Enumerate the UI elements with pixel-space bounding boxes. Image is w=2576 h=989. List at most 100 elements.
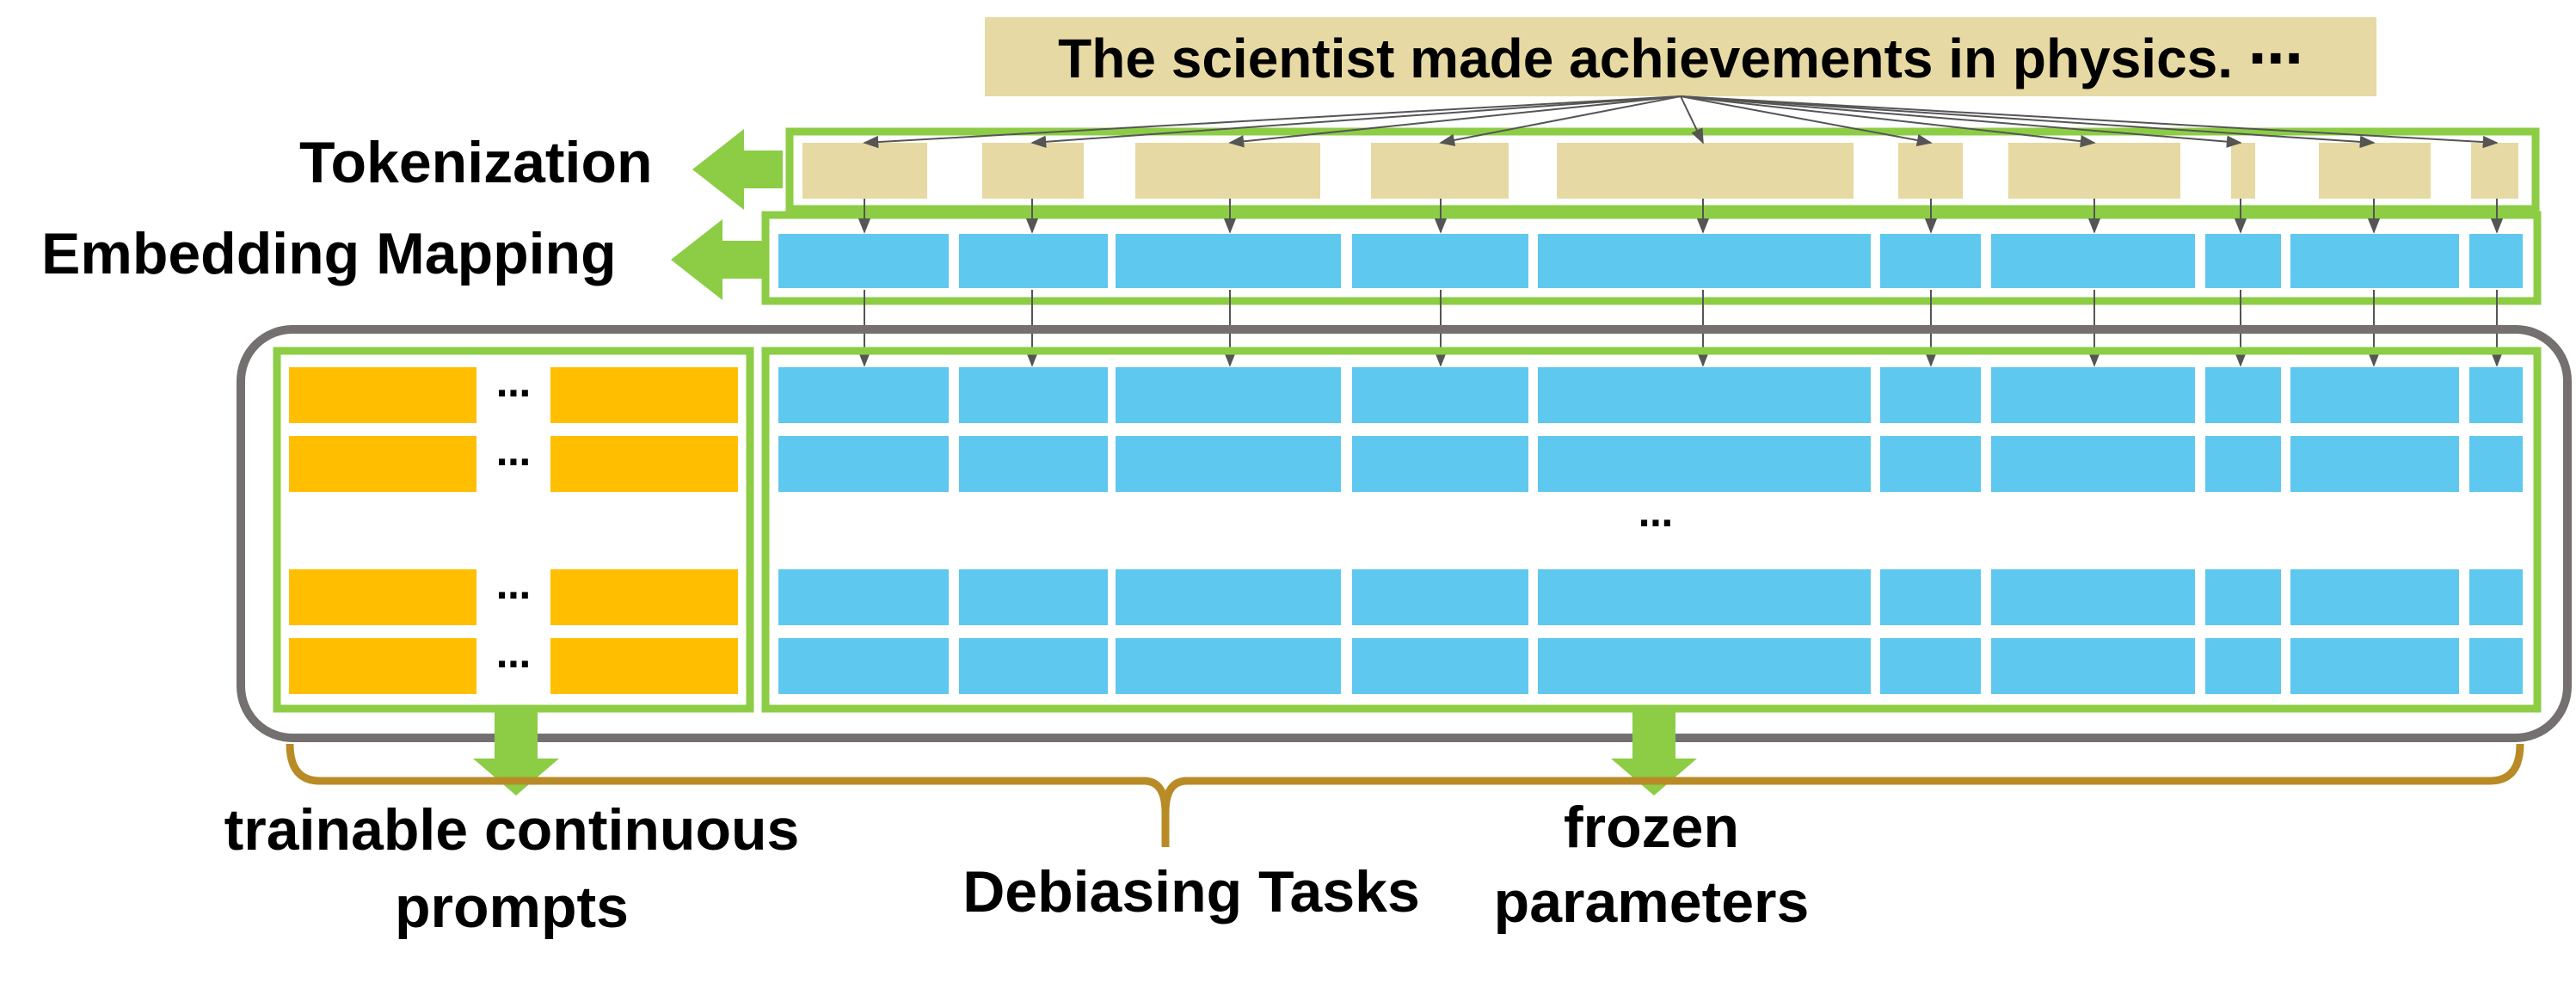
frozen-parameter-cell — [1991, 436, 2195, 492]
trainable-label-line2: prompts — [395, 875, 629, 940]
tokenize-arrow — [1680, 95, 1933, 147]
frozen-parameter-cell — [2205, 638, 2281, 694]
embedding-cell — [1991, 234, 2195, 288]
prompt-cell — [550, 367, 738, 423]
tokenize-arrow — [1030, 95, 1681, 149]
prompt-cell — [289, 367, 476, 423]
tokenize-arrow — [1680, 95, 2096, 148]
prompt-row-ellipsis: ⋯ — [496, 577, 531, 615]
token-box — [982, 143, 1084, 199]
prompt-frame — [273, 347, 754, 713]
frozen-parameter-cell — [959, 367, 1108, 423]
prompt-layer: ⋯ ⋯ ⋯ ⋯ — [289, 367, 738, 694]
tokenization-arrow-icon — [692, 129, 783, 210]
prompt-cell — [289, 436, 476, 492]
prompt-row-ellipsis: ⋯ — [496, 444, 531, 482]
frozen-parameter-cell — [1352, 569, 1528, 625]
frozen-parameter-cell — [1991, 367, 2195, 423]
tokenize-arrow — [1680, 95, 2242, 148]
prompt-cell — [550, 436, 738, 492]
embedding-cell — [2469, 234, 2523, 288]
frozen-parameter-cell — [2469, 638, 2523, 694]
prompt-cell — [289, 638, 476, 694]
trainable-label-line1: trainable continuous — [224, 797, 800, 863]
debiasing-brace — [286, 743, 2524, 847]
frozen-parameter-cell — [1880, 367, 1981, 423]
frozen-parameter-cell — [2290, 436, 2459, 492]
frozen-rows-ellipsis: ⋯ — [1638, 505, 1673, 543]
token-box — [2231, 143, 2255, 199]
frozen-parameter-cell — [1538, 367, 1871, 423]
embedding-cell — [959, 234, 1108, 288]
sentence-text: The scientist made achievements in physi… — [1058, 28, 2303, 89]
frozen-layer — [778, 367, 2523, 694]
frozen-frame — [761, 347, 2542, 713]
frozen-parameter-cell — [1880, 436, 1981, 492]
frozen-parameter-cell — [959, 638, 1108, 694]
frozen-parameter-cell — [1538, 569, 1871, 625]
tokenize-arrow — [1680, 95, 2499, 149]
sentence-box — [985, 17, 2376, 96]
frozen-parameter-cell — [1116, 367, 1341, 423]
token-layer — [802, 143, 2518, 199]
debiasing-tasks-label: Debiasing Tasks — [962, 859, 1420, 924]
token-box — [1898, 143, 1963, 199]
frozen-parameter-cell — [778, 436, 949, 492]
token-box — [2471, 143, 2518, 199]
frozen-parameter-cell — [1352, 367, 1528, 423]
frozen-parameter-cell — [2205, 367, 2281, 423]
embedding-cell — [1352, 234, 1528, 288]
token-box — [1557, 143, 1854, 199]
token-box — [2008, 143, 2180, 199]
frozen-parameter-cell — [1352, 638, 1528, 694]
frozen-parameter-cell — [2290, 569, 2459, 625]
frozen-label-line1: frozen — [1564, 795, 1739, 860]
tokenization-label: Tokenization — [299, 130, 653, 195]
embedding-cell — [1880, 234, 1981, 288]
token-box — [2319, 143, 2431, 199]
embedding-arrow-icon — [671, 219, 764, 300]
frozen-parameter-cell — [2469, 436, 2523, 492]
tokenize-arrow — [1680, 95, 2376, 149]
embedding-frame — [761, 211, 2542, 305]
frozen-down-arrow-icon — [1611, 710, 1697, 796]
frozen-parameter-cell — [1880, 569, 1981, 625]
prompt-row-ellipsis: ⋯ — [496, 646, 531, 684]
model-container — [237, 325, 2572, 742]
frozen-parameter-cell — [1116, 436, 1341, 492]
prompt-cell — [289, 569, 476, 625]
prompt-cell — [550, 638, 738, 694]
frozen-parameter-cell — [2469, 569, 2523, 625]
frozen-parameter-cell — [2469, 367, 2523, 423]
frozen-parameter-cell — [959, 569, 1108, 625]
frozen-parameter-cell — [1116, 569, 1341, 625]
tokenize-arrow — [1680, 95, 1704, 144]
embedding-cell — [2290, 234, 2459, 288]
embedding-cell — [2205, 234, 2281, 288]
tokenization-frame — [785, 127, 2540, 213]
frozen-parameter-cell — [1538, 436, 1871, 492]
tokenize-arrow — [1439, 95, 1681, 146]
frozen-parameter-cell — [2290, 367, 2459, 423]
frozen-parameter-cell — [1116, 638, 1341, 694]
token-box — [1135, 143, 1320, 199]
frozen-parameter-cell — [778, 638, 949, 694]
tokenize-arrow — [863, 95, 1681, 149]
frozen-parameter-cell — [1352, 436, 1528, 492]
frozen-parameter-cell — [2205, 436, 2281, 492]
embedding-cell — [778, 234, 949, 288]
prompt-cell — [550, 569, 738, 625]
embedding-cell — [1538, 234, 1871, 288]
frozen-parameter-cell — [778, 367, 949, 423]
trainable-down-arrow-icon — [473, 710, 559, 796]
embedding-layer — [778, 234, 2523, 288]
frozen-label-line2: parameters — [1494, 869, 1810, 935]
frozen-parameter-cell — [778, 569, 949, 625]
token-box — [1371, 143, 1509, 199]
frozen-parameter-cell — [1991, 569, 2195, 625]
frozen-parameter-cell — [2205, 569, 2281, 625]
prompt-row-ellipsis: ⋯ — [496, 375, 531, 413]
token-box — [802, 143, 927, 199]
